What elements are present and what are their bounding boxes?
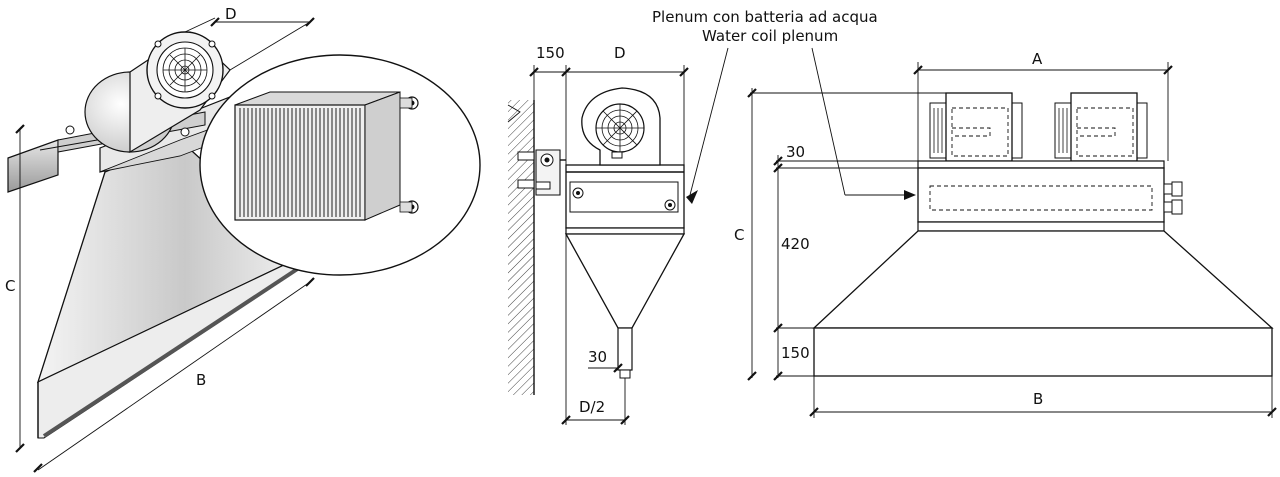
- side-dim-30: 30: [588, 348, 607, 366]
- iso-dim-b: B: [196, 371, 206, 389]
- front-dim-420: 420: [781, 235, 810, 253]
- isometric-view: D C B: [5, 5, 481, 473]
- front-water-connection-icon: [1163, 181, 1183, 215]
- callout-line-2: Water coil plenum: [702, 27, 838, 45]
- front-hood: [812, 230, 1274, 329]
- front-dim-c: C: [734, 226, 744, 244]
- front-dim-30: 30: [786, 143, 805, 161]
- front-view: A C 30 420 150 B: [734, 50, 1277, 418]
- front-dim-a: A: [1032, 50, 1043, 68]
- callout-line-1: Plenum con batteria ad acqua: [652, 8, 878, 26]
- front-hood-lip: [813, 327, 1273, 377]
- side-fan-grille-icon: [595, 103, 645, 153]
- front-dim-b: B: [1033, 390, 1043, 408]
- side-hood: [564, 233, 686, 329]
- side-bolts-icon: [517, 151, 551, 190]
- callout-leader-side: [689, 47, 729, 196]
- iso-dim-d: D: [225, 5, 237, 23]
- iso-coil-block: [234, 91, 419, 221]
- iso-dim-c: C: [5, 277, 15, 295]
- iso-wall-bracket: [7, 139, 59, 193]
- side-dim-d-half: D/2: [579, 398, 605, 416]
- front-fan-unit-right: [1054, 92, 1148, 162]
- front-dim-150: 150: [781, 344, 810, 362]
- iso-fan-grille-icon: [162, 47, 208, 93]
- front-fan-unit-left: [929, 92, 1023, 162]
- side-view: 150 D 30 D/2: [507, 44, 689, 425]
- side-dim-d: D: [614, 44, 626, 62]
- side-wall-hatch: [508, 100, 534, 395]
- side-blower-housing: [581, 87, 661, 166]
- side-dim-150: 150: [536, 44, 565, 62]
- front-plenum-box: [917, 167, 1165, 223]
- callout-leader-front: [811, 47, 846, 196]
